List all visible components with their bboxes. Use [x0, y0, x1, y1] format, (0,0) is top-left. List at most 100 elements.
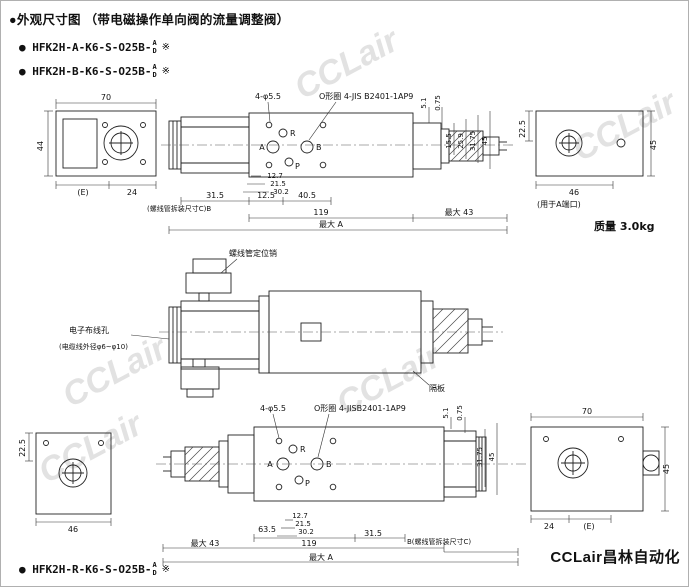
port-a-label: A	[267, 460, 273, 469]
dim-label: 31.5	[364, 529, 382, 538]
note-mark: ※	[161, 42, 171, 54]
leader-line	[267, 101, 271, 123]
dim-label: 45	[662, 464, 671, 474]
suffix-d: D	[152, 70, 157, 79]
dim-label: 119	[301, 539, 316, 548]
suffix-a: A	[152, 561, 157, 569]
model-a-text: ● HFK2H-A-K6-S-O25B-	[19, 41, 152, 55]
dim-label: 24	[127, 188, 137, 197]
solenoid-removal-dim-label: (螺线管拆装尺寸C)B	[147, 204, 211, 213]
dim-label: 22.5	[518, 120, 527, 138]
leader-line	[220, 258, 238, 274]
model-number-b: ● HFK2H-B-K6-S-O25B- A D ※	[19, 63, 171, 79]
model-number-a: ● HFK2H-A-K6-S-O25B- A D ※	[19, 39, 171, 55]
dim-label: 45	[649, 140, 658, 150]
bottom-right-view-dim-lines	[530, 413, 669, 523]
top-main-view	[168, 112, 507, 178]
dim-label: 46	[569, 188, 579, 197]
model-a-suffix-stack: A D	[152, 39, 157, 55]
model-number-r: ● HFK2H-R-K6-S-O25B- A D ※	[19, 561, 171, 577]
note-mark: ※	[161, 564, 171, 576]
middle-valve-outline	[168, 258, 493, 398]
dim-label: 最大 43	[191, 538, 220, 548]
model-r-text: ● HFK2H-R-K6-S-O25B-	[19, 563, 152, 577]
leader-line	[317, 413, 330, 458]
port-r-label: R	[290, 129, 296, 138]
dim-label: 70	[101, 93, 111, 102]
model-r-suffix-stack: A D	[152, 561, 157, 577]
oring-callout: O形圈 4-JIS B2401-1AP9	[319, 92, 413, 101]
cable-od-note: (电缆线外径φ6~φ10)	[59, 342, 128, 351]
model-b-suffix-stack: A D	[152, 63, 157, 79]
dim-label: 21.5	[270, 180, 286, 188]
knob-hatching	[184, 446, 220, 482]
dim-label: 45	[481, 137, 489, 146]
dim-label: (E)	[77, 188, 88, 197]
dim-label: 5.1	[420, 97, 428, 108]
dim-label: 24	[544, 522, 554, 531]
dim-label: 0.75	[456, 405, 464, 421]
dim-label: 30.2	[298, 528, 314, 536]
note-mark: ※	[161, 66, 171, 78]
suffix-a: A	[152, 63, 157, 71]
suffix-a: A	[152, 39, 157, 47]
dim-label: 最大 43	[445, 207, 474, 217]
top-left-view-dim-lines	[44, 99, 157, 189]
leader-line	[308, 101, 337, 141]
dim-label: 12.7	[267, 172, 283, 180]
port-r-label: R	[300, 445, 306, 454]
top-main-dim-lines	[168, 107, 508, 234]
port-b-label: B	[316, 143, 322, 152]
dim-label: 30.2	[273, 188, 289, 196]
leader-line	[130, 334, 170, 340]
wiring-hole-callout: 电子布线孔	[69, 325, 109, 335]
dim-label: 0.75	[434, 95, 442, 111]
knob-hatching	[432, 308, 469, 354]
dim-label: 40.5	[298, 191, 316, 200]
port-p-label: P	[295, 162, 300, 171]
company-logo-text: CCLair昌林自动化	[550, 549, 680, 566]
oring-callout: O形圈 4-JISB2401-1AP9	[314, 404, 406, 413]
suffix-d: D	[152, 46, 157, 55]
dim-label: 15.5	[445, 133, 453, 149]
suffix-d: D	[152, 568, 157, 577]
dim-label: 63.5	[258, 525, 276, 534]
bottom-left-view	[35, 432, 112, 515]
mass-label: 质量 3.0kg	[594, 219, 655, 233]
page-title: ●外观尺寸图 （带电磁操作单向阀的流量调整阀）	[9, 13, 290, 27]
dim-label: 12.7	[292, 512, 308, 520]
port-b-label: B	[326, 460, 332, 469]
solenoid-pin-callout: 螺线管定位销	[229, 248, 277, 258]
dim-label: 5.1	[442, 407, 450, 418]
dim-label: 12.5	[257, 191, 275, 200]
bottom-main-dim-lines	[162, 417, 519, 566]
leader-line	[272, 413, 280, 439]
middle-enlarged-view: 螺线管定位销 电子布线孔 (电缆线外径φ6~φ10) 隔板	[59, 248, 503, 398]
partition-plate-callout: 隔板	[429, 383, 445, 393]
top-left-view	[55, 110, 157, 177]
leader-line	[412, 370, 430, 386]
bottom-right-view	[530, 426, 660, 512]
top-dimension-drawing: 70 44 (E) 24	[36, 92, 658, 234]
dim-label: 31.5	[206, 191, 224, 200]
port-p-label: P	[305, 479, 310, 488]
bottom-left-view-dim-lines	[25, 432, 112, 526]
dim-label: 45	[488, 453, 496, 462]
dim-label: 31.75	[476, 447, 484, 467]
top-right-view	[535, 110, 644, 177]
dim-label: 最大 A	[309, 552, 334, 562]
holes-callout: 4-φ5.5	[260, 404, 286, 413]
dim-label: 最大 A	[319, 219, 344, 229]
dim-label: 46	[68, 525, 78, 534]
solenoid-removal-dim-label: B(螺线管拆装尺寸C)	[407, 537, 471, 546]
dim-label: 31.75	[469, 131, 477, 151]
a-port-caption: (用于A端口)	[537, 199, 581, 209]
port-a-label: A	[259, 143, 265, 152]
dim-label: 25.9	[457, 133, 465, 149]
dim-label: (E)	[583, 522, 594, 531]
dim-label: 22.5	[18, 439, 27, 457]
model-b-text: ● HFK2H-B-K6-S-O25B-	[19, 65, 152, 79]
dim-label: 21.5	[295, 520, 311, 528]
bottom-dimension-drawing: 22.5 46 4-φ5.5 O形圈	[18, 404, 671, 566]
